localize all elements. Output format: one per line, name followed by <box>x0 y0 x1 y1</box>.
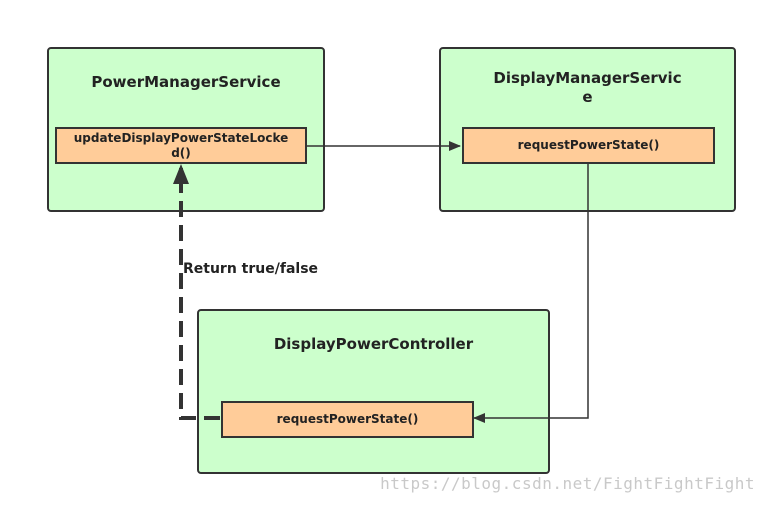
call-arrow-dms-to-dpc <box>473 164 589 423</box>
display-power-controller-title: DisplayPowerController <box>273 335 474 353</box>
display-manager-request-power-state-method: requestPowerState() <box>462 127 715 164</box>
update-display-power-state-locked-method: updateDisplayPowerStateLocke d() <box>55 127 307 164</box>
display-power-controller-request-power-state-method: requestPowerState() <box>221 401 474 438</box>
power-manager-service-box: PowerManagerService updateDisplayPowerSt… <box>47 47 325 212</box>
return-arrow-dpc-to-pms <box>179 168 220 420</box>
power-manager-service-title: PowerManagerService <box>91 73 281 91</box>
return-label: Return true/false <box>183 261 319 277</box>
display-manager-service-title: DisplayManagerServic e <box>493 69 682 106</box>
watermark: https://blog.csdn.net/FightFightFight <box>380 474 755 493</box>
display-power-controller-box: DisplayPowerController requestPowerState… <box>197 309 550 474</box>
return-arrowhead <box>173 164 189 184</box>
